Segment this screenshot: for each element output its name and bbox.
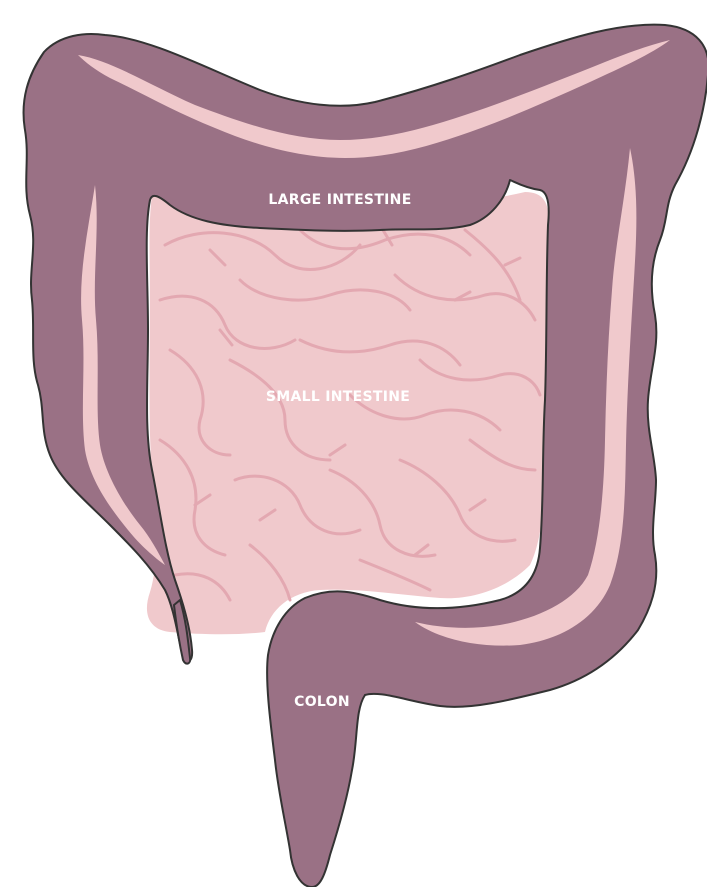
large-intestine-label: LARGE INTESTINE xyxy=(268,192,411,208)
colon-label: COLON xyxy=(294,694,350,710)
small-intestine-label: SMALL INTESTINE xyxy=(266,389,410,405)
